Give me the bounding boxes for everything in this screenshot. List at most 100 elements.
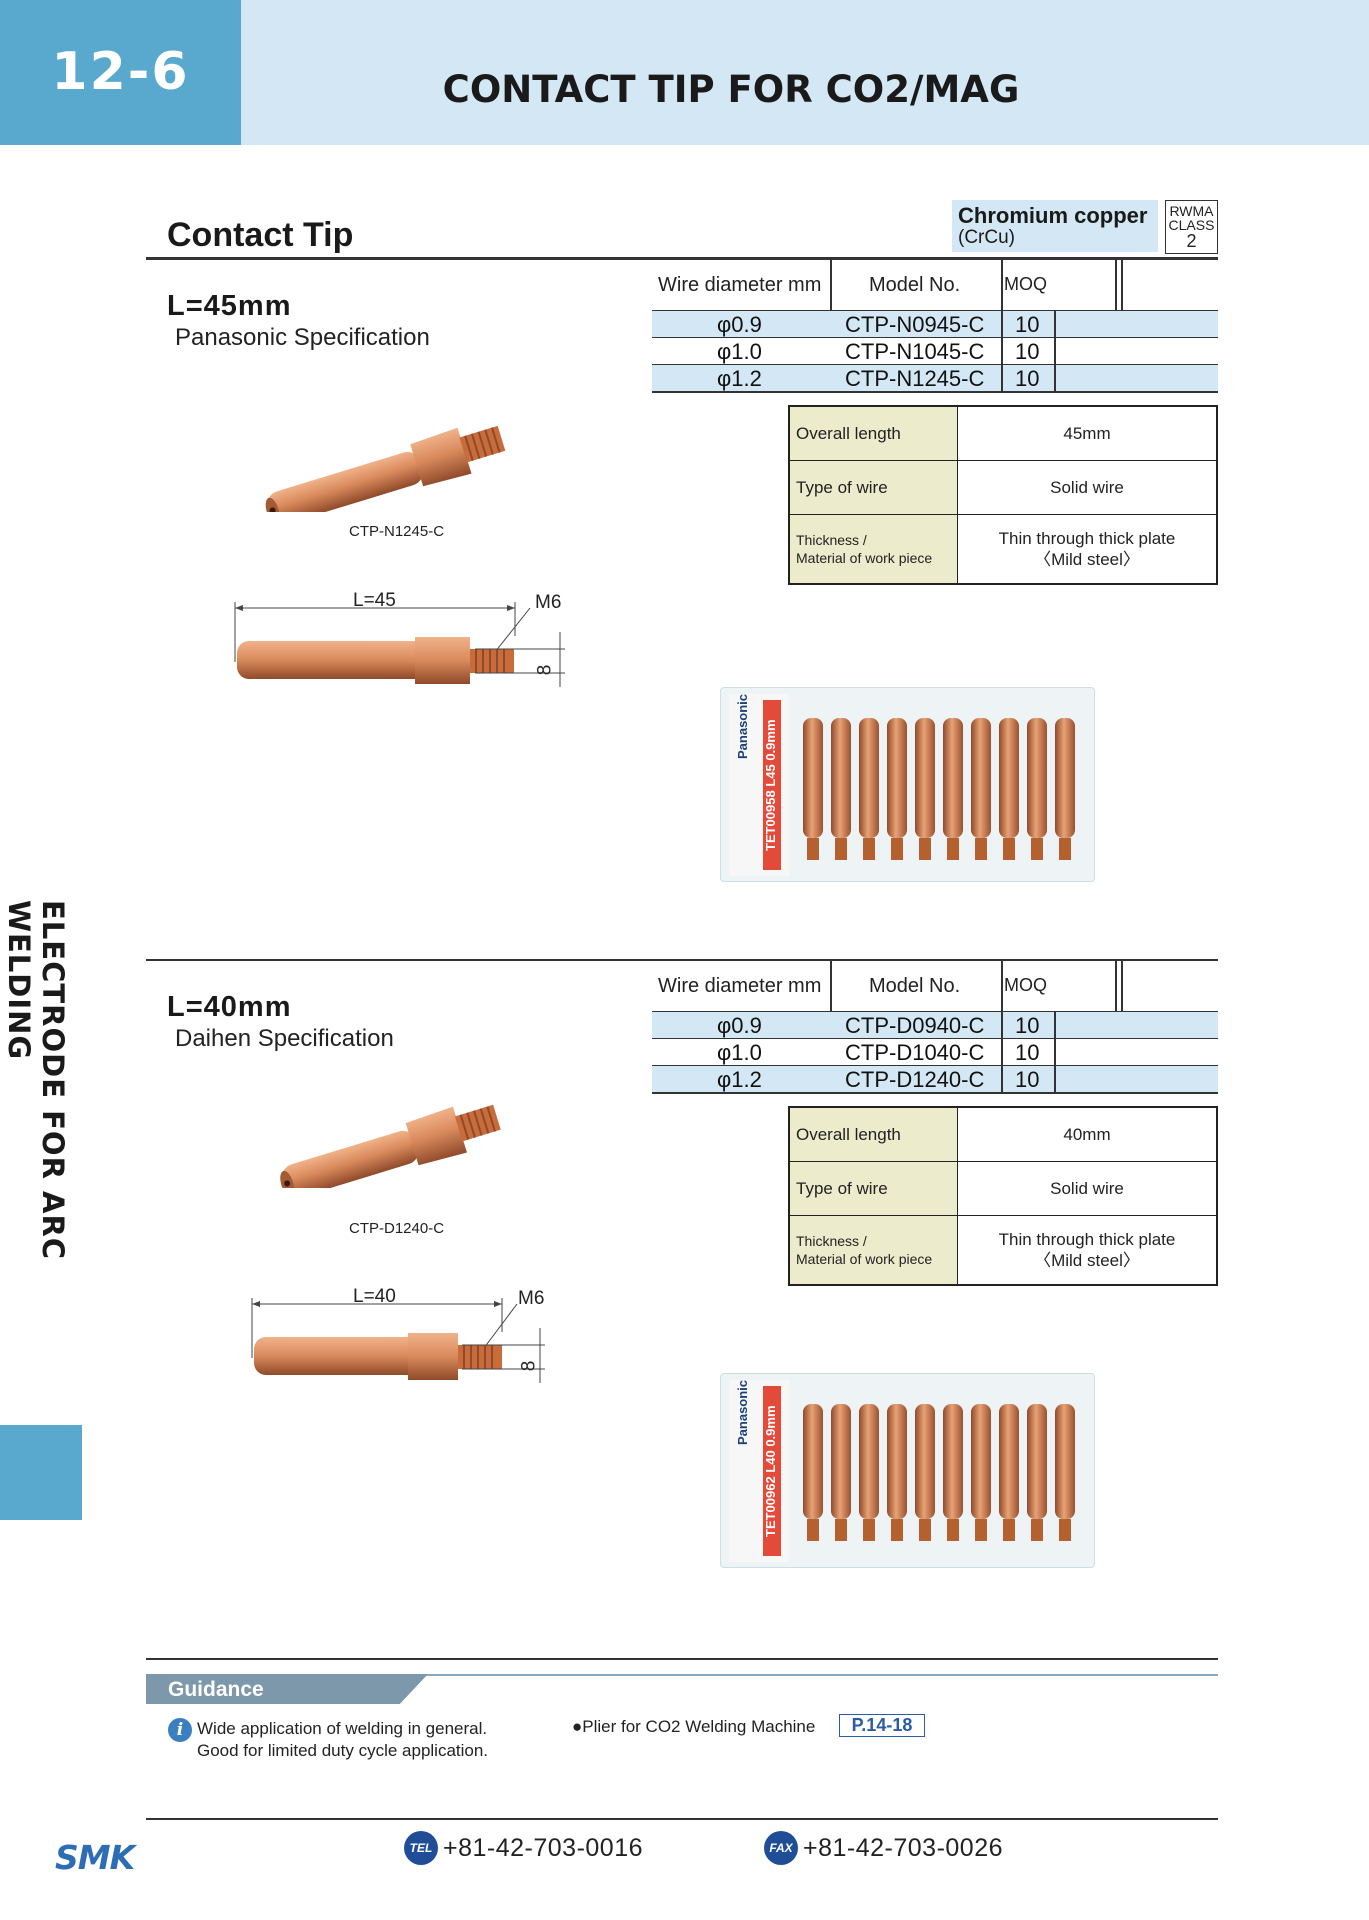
photo-caption: CTP-D1240-C <box>349 1220 445 1237</box>
moq: 10 <box>1015 1013 1040 1038</box>
pack-code: TET00962 L40 0.9mm <box>763 1405 778 1537</box>
header-model-no: Model No. <box>869 975 961 997</box>
photo-caption: CTP-N1245-C <box>349 523 445 540</box>
pack-tips <box>803 718 1075 860</box>
table-row: φ1.0 CTP-N1045-C 10 <box>652 337 1218 365</box>
footer-rule <box>146 1818 1218 1820</box>
model-no: CTP-N1045-C <box>845 339 985 364</box>
guidance-rule <box>146 1658 1218 1660</box>
spec-label: Thickness /Material of work piece <box>790 515 958 583</box>
moq: 10 <box>1015 366 1040 391</box>
class-number: 2 <box>1186 231 1197 251</box>
dim-thread-label: M6 <box>535 592 562 613</box>
page-number: 12-6 <box>0 0 241 145</box>
spec-label: Overall length <box>790 407 958 460</box>
dim-thread-label: M6 <box>518 1288 545 1309</box>
model-no: CTP-N1245-C <box>845 366 985 391</box>
dimension-drawing <box>251 1298 545 1383</box>
model-table: Wire diameter mm Model No. MOQ φ0.9 CTP-… <box>652 961 1218 1094</box>
blister-pack-photo: Panasonic TET00962 L40 0.9mm <box>720 1373 1095 1568</box>
material-name: Chromium copper <box>958 203 1148 228</box>
product-length: L=45mm <box>167 290 292 322</box>
fax-number: +81-42-703-0026 <box>803 1834 1004 1862</box>
model-no: CTP-N0945-C <box>845 312 985 337</box>
table-row: φ1.2 CTP-N1245-C 10 <box>652 364 1218 392</box>
guidance-line2: Good for limited duty cycle application. <box>197 1741 489 1760</box>
spec-value: Solid wire <box>1050 1179 1124 1198</box>
table-row: φ0.9 CTP-D0940-C 10 <box>652 1011 1218 1039</box>
info-icon: i <box>168 1718 192 1742</box>
moq: 10 <box>1015 1067 1040 1092</box>
header-moq: MOQ <box>1004 975 1047 995</box>
company-logo: SMK <box>55 1838 135 1877</box>
side-tab-marker <box>0 1425 82 1520</box>
wire-diameter: φ0.9 <box>717 1013 762 1038</box>
header-moq: MOQ <box>1004 274 1047 294</box>
product-block-l40: L=40mm Daihen Specification Wire diamete… <box>0 961 1369 1623</box>
dim-length-label: L=45 <box>353 590 396 611</box>
spec-value: Thin through thick plate〈Mild steel〉 <box>998 529 1176 569</box>
wire-diameter: φ1.2 <box>717 1067 762 1092</box>
related-product-text: ●Plier for CO2 Welding Machine <box>572 1717 816 1736</box>
product-spec: Panasonic Specification <box>175 324 430 351</box>
phone-number: +81-42-703-0016 <box>443 1834 644 1862</box>
model-no: CTP-D0940-C <box>845 1013 985 1038</box>
section-title: Contact Tip <box>167 216 354 254</box>
spec-value: 45mm <box>1063 424 1111 443</box>
product-spec: Daihen Specification <box>175 1025 394 1052</box>
dim-height-label: 8 <box>534 664 556 676</box>
product-block-l45: L=45mm Panasonic Specification Wire diam… <box>0 260 1369 922</box>
pack-brand: Panasonic <box>735 1380 750 1446</box>
class-line1: RWMA <box>1169 203 1214 219</box>
pack-brand: Panasonic <box>735 694 750 760</box>
contact-tip-photo <box>280 1104 501 1188</box>
wire-diameter: φ1.0 <box>717 1040 762 1065</box>
spec-table: Overall length 45mm Type of wire Solid w… <box>788 405 1218 585</box>
moq: 10 <box>1015 339 1040 364</box>
page-title: CONTACT TIP FOR CO2/MAG <box>442 68 1020 111</box>
table-row: φ1.2 CTP-D1240-C 10 <box>652 1065 1218 1093</box>
spec-label: Thickness /Material of work piece <box>790 1216 958 1284</box>
wire-diameter: φ1.2 <box>717 366 762 391</box>
header-wire-diameter: Wire diameter mm <box>658 975 822 997</box>
model-no: CTP-D1040-C <box>845 1040 985 1065</box>
guidance-tab <box>146 1674 428 1704</box>
guidance-bar <box>146 1674 1218 1676</box>
fax-icon: FAX <box>764 1831 798 1865</box>
pack-code: TET00958 L45 0.9mm <box>763 719 778 851</box>
spec-value: 40mm <box>1063 1125 1111 1144</box>
model-no: CTP-D1240-C <box>845 1067 985 1092</box>
page-reference-link[interactable]: P.14-18 <box>839 1714 925 1737</box>
moq: 10 <box>1015 1040 1040 1065</box>
rwma-class-box: RWMA CLASS 2 <box>1165 200 1218 254</box>
wire-diameter: φ1.0 <box>717 339 762 364</box>
spec-value: Thin through thick plate〈Mild steel〉 <box>998 1230 1176 1270</box>
moq: 10 <box>1015 312 1040 337</box>
contact-tip-photo <box>265 425 506 512</box>
material-box: Chromium copper (CrCu) <box>952 200 1158 252</box>
phone-icon: TEL <box>404 1831 438 1865</box>
class-line2: CLASS <box>1168 217 1215 233</box>
header-model-no: Model No. <box>869 274 961 296</box>
blister-pack-photo: Panasonic TET00958 L45 0.9mm <box>720 687 1095 882</box>
guidance-line1: Wide application of welding in general. <box>197 1719 488 1738</box>
side-tab-label: ELECTRODE FOR ARC WELDING <box>2 900 70 1261</box>
section-divider <box>146 959 1218 961</box>
dim-length-label: L=40 <box>353 1286 396 1307</box>
model-table: Wire diameter mm Model No. MOQ φ0.9 CTP-… <box>652 260 1218 393</box>
guidance-title: Guidance <box>168 1678 264 1701</box>
spec-table: Overall length 40mm Type of wire Solid w… <box>788 1106 1218 1286</box>
table-row: φ0.9 CTP-N0945-C 10 <box>652 310 1218 338</box>
section-rule <box>146 257 1218 260</box>
spec-label: Overall length <box>790 1108 958 1161</box>
wire-diameter: φ0.9 <box>717 312 762 337</box>
spec-label: Type of wire <box>790 1162 958 1215</box>
spec-value: Solid wire <box>1050 478 1124 497</box>
dim-height-label: 8 <box>518 1360 540 1372</box>
dimension-drawing <box>234 602 565 687</box>
material-code: (CrCu) <box>958 227 1015 248</box>
product-length: L=40mm <box>167 991 292 1023</box>
pack-tips <box>803 1404 1075 1541</box>
header-wire-diameter: Wire diameter mm <box>658 274 822 296</box>
table-row: φ1.0 CTP-D1040-C 10 <box>652 1038 1218 1066</box>
